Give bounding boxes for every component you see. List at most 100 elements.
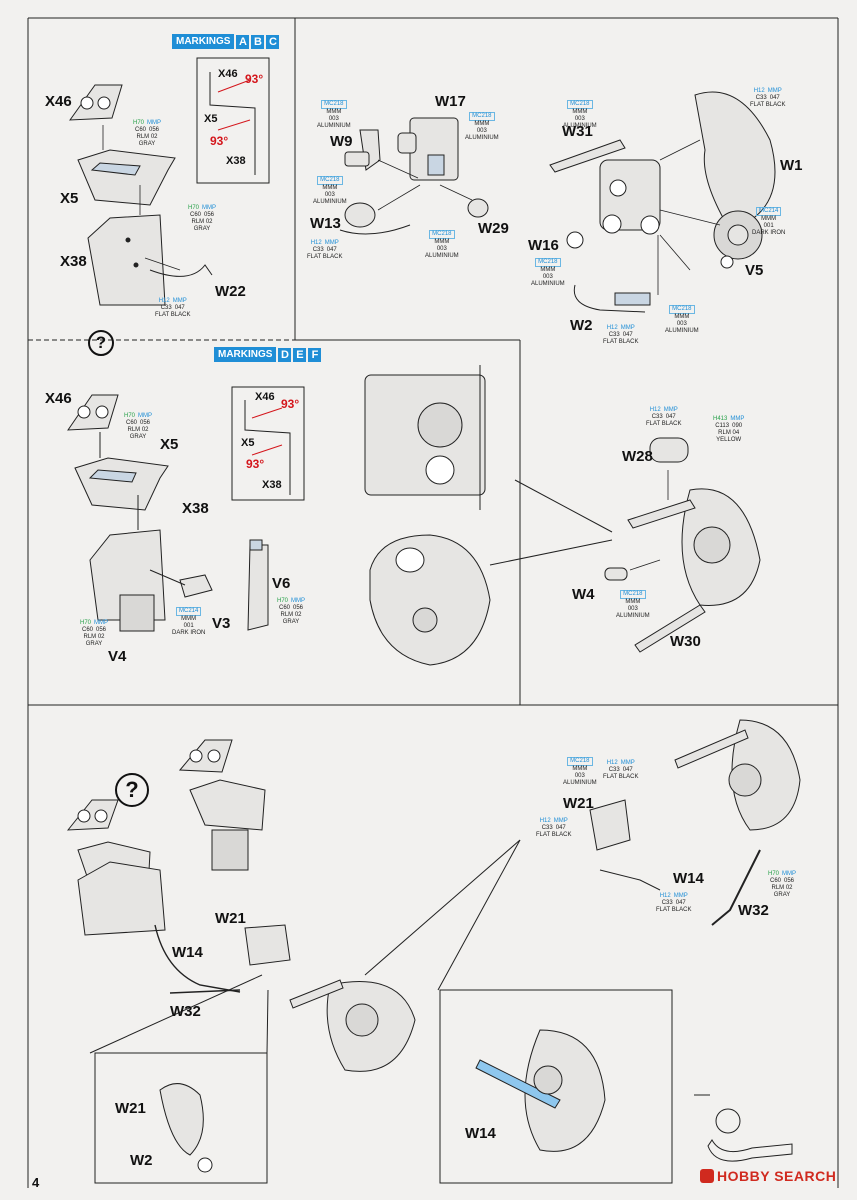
paint-code: MMP (553, 818, 568, 824)
paint-code: H413 (713, 416, 728, 422)
paint-num: 047 (622, 767, 633, 773)
paint-num: 003 (574, 116, 585, 122)
part-label: X38 (182, 500, 209, 517)
paint-num: C60 (189, 212, 201, 218)
paint-code: MC214 (756, 207, 782, 216)
paint-code: MMP (767, 88, 782, 94)
paint-name: ALUMINIUM (531, 281, 565, 287)
part-label: X46 (45, 93, 72, 110)
part-label: X5 (60, 190, 79, 207)
engine-group-w1 (549, 91, 776, 313)
paint-num: 003 (627, 606, 638, 612)
paint-code: H12 (310, 240, 322, 246)
marking-letter: A (236, 34, 250, 49)
paint-callout-iron: MC214 MMM 001 DARK IRON (752, 207, 785, 237)
part-label: X38 (226, 155, 246, 167)
paint-name: FLAT BLACK (307, 254, 343, 260)
paint-name: GRAY (129, 434, 147, 440)
paint-code: MMP (147, 120, 162, 126)
part-label: W21 (563, 795, 594, 812)
paint-num: 047 (675, 900, 686, 906)
paint-code: MMP (730, 416, 745, 422)
paint-name: FLAT BLACK (603, 339, 639, 345)
part-label: V5 (745, 262, 764, 279)
paint-callout-alu: MC218 MMM 003 ALUMINIUM (563, 757, 597, 787)
paint-num: 003 (574, 773, 585, 779)
paint-code: MMP (202, 205, 217, 211)
paint-name: GRAY (193, 226, 211, 232)
paint-code: MMP (620, 760, 635, 766)
paint-name: ALUMINIUM (425, 253, 459, 259)
paint-code: H12 (606, 760, 618, 766)
paint-callout-alu: MC218 MMM 003 ALUMINIUM (313, 176, 347, 206)
paint-num: 047 (665, 414, 676, 420)
paint-name: GRAY (282, 619, 300, 625)
unknown-marking-icon: ? (88, 330, 114, 356)
marking-letter: C (266, 34, 280, 49)
paint-num: C33 (541, 825, 553, 831)
paint-name: GRAY (773, 892, 791, 898)
paint-num: MMM (540, 267, 556, 273)
part-label: V6 (272, 575, 291, 592)
paint-callout-alu: MC218 MMM 003 ALUMINIUM (665, 305, 699, 335)
unknown-marking-icon: ? (115, 773, 149, 807)
paint-num: MMM (625, 599, 641, 605)
part-label: W21 (115, 1100, 146, 1117)
paint-code: H12 (158, 298, 170, 304)
part-label: W4 (572, 586, 595, 603)
paint-code: MC218 (620, 590, 646, 599)
paint-code: MMP (172, 298, 187, 304)
paint-num: C60 (134, 127, 146, 133)
paint-name: RLM 02 (191, 219, 213, 225)
paint-num: 056 (140, 420, 151, 426)
paint-name: RLM 02 (127, 427, 149, 433)
part-label: W13 (310, 215, 341, 232)
paint-num: MMM (674, 314, 690, 320)
markings-title: MARKINGS (214, 347, 277, 362)
paint-num: MMM (761, 216, 777, 222)
part-label: V3 (212, 615, 231, 632)
page-number: 4 (32, 1175, 40, 1190)
paint-num: C33 (661, 900, 673, 906)
paint-code: H12 (606, 325, 618, 331)
part-label: W1 (780, 157, 803, 174)
paint-code: MC218 (535, 258, 561, 267)
paint-num: 003 (324, 192, 335, 198)
paint-num: MMM (322, 185, 338, 191)
paint-num: 001 (763, 223, 774, 229)
paint-name: GRAY (138, 141, 156, 147)
part-label: X38 (60, 253, 87, 270)
part-label: X5 (204, 113, 218, 125)
part-label: W16 (528, 237, 559, 254)
paint-name: FLAT BLACK (536, 832, 572, 838)
paint-code: MMP (138, 413, 153, 419)
paint-callout-alu: MC218 MMM 003 ALUMINIUM (563, 100, 597, 130)
paint-num: 003 (436, 246, 447, 252)
paint-code: H12 (649, 407, 661, 413)
seat-assembly-abc (68, 84, 213, 306)
paint-code: H70 (188, 205, 200, 211)
markings-abc-header: MARKINGS A B C (172, 34, 280, 49)
angle-label: 93° (246, 457, 265, 471)
paint-name: ALUMINIUM (616, 613, 650, 619)
paint-num: C113 (715, 423, 730, 429)
paint-num: MMM (572, 109, 588, 115)
paint-name: DARK IRON (172, 630, 206, 636)
paint-name: RLM 02 (280, 612, 302, 618)
paint-num: MMM (572, 766, 588, 772)
paint-name: ALUMINIUM (563, 780, 597, 786)
part-label: W30 (670, 633, 701, 650)
part-label: W22 (215, 283, 246, 300)
paint-code: MMP (291, 598, 306, 604)
markings-def-header: MARKINGS D E F (214, 347, 322, 362)
